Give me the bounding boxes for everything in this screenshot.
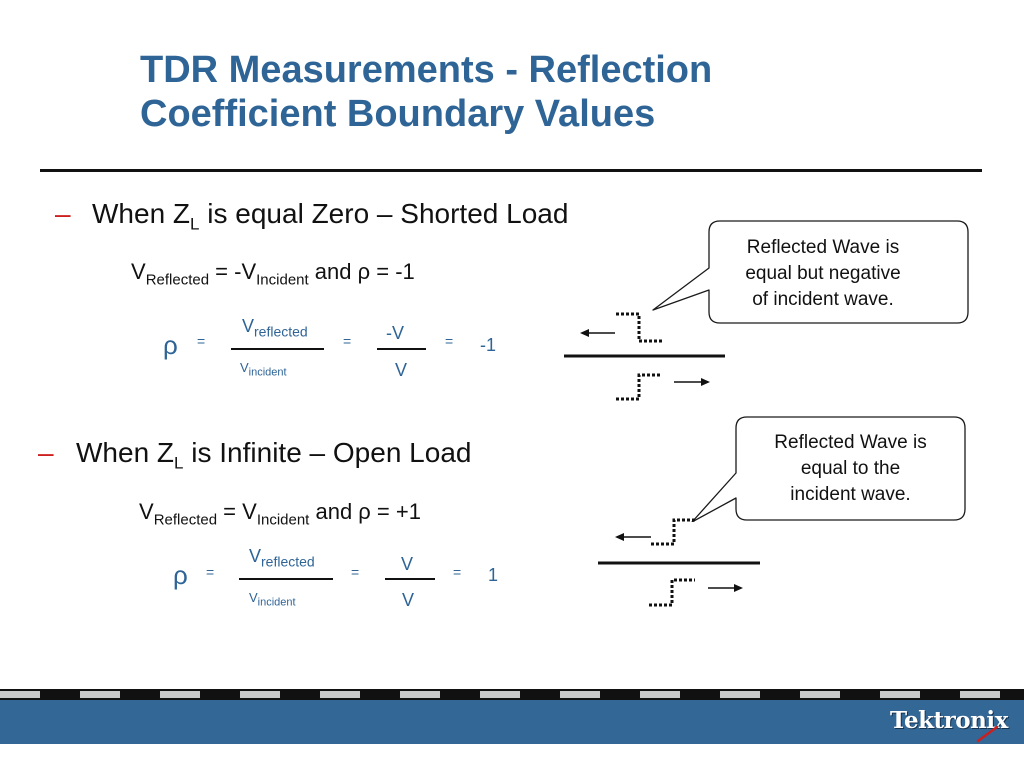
- bullet-short-load: When ZL is equal Zero – Shorted Load: [92, 198, 568, 235]
- incident-arrow-right: [674, 378, 710, 386]
- frac-num-open-sub: reflected: [261, 553, 315, 570]
- tektronix-logo: Tektronix: [890, 707, 1008, 734]
- frac-den-short: Vincident: [240, 360, 287, 379]
- checker-block: [80, 691, 120, 698]
- eq-short-mid: = -V: [209, 259, 257, 284]
- callout-open-line-1: Reflected Wave is: [774, 432, 927, 453]
- incident-step-open: [649, 578, 695, 607]
- checker-block: [480, 691, 520, 698]
- footer-band: [0, 700, 1024, 744]
- frac-den-short-v: V: [240, 360, 249, 375]
- title-line-1: TDR Measurements - Reflection: [140, 49, 713, 91]
- frac-num-open: Vreflected: [249, 546, 315, 570]
- eq-short-rho: ρ: [357, 259, 371, 284]
- callout-short-line-2: equal but negative: [745, 263, 901, 284]
- eq-short-sub-incident: Incident: [256, 271, 309, 289]
- eq-sign-short-2: =: [343, 333, 352, 349]
- checker-block: [240, 691, 280, 698]
- reflected-arrow-left: [580, 329, 615, 337]
- checker-block: [0, 691, 40, 698]
- bullet-dash-short: –: [55, 198, 71, 229]
- slide-title: TDR Measurements - Reflection Coefficien…: [140, 48, 712, 136]
- eq-sign-short-1: =: [197, 333, 206, 349]
- eq-open-v: V: [139, 499, 154, 524]
- frac-num-short-v: V: [242, 316, 255, 336]
- frac-num-short: Vreflected: [242, 316, 308, 340]
- callout-text-short: Reflected Wave is equal but negative of …: [711, 235, 935, 313]
- callout-bubble-short: [652, 220, 969, 324]
- checker-block: [720, 691, 760, 698]
- frac-den-open-sub: incident: [257, 596, 296, 609]
- checker-block: [320, 691, 360, 698]
- rho-open: ρ: [173, 560, 188, 590]
- eq-open-rhs: = +1: [370, 499, 421, 524]
- incident-step-short: [616, 373, 662, 401]
- wave-diagram-short: [564, 312, 725, 401]
- ratio-den-open: V: [402, 590, 415, 610]
- wave-diagram-open: [598, 518, 760, 607]
- eq-sign-open-3: =: [453, 564, 462, 580]
- reflected-step-positive: [651, 518, 697, 546]
- bullet-short-suffix: is equal Zero – Shorted Load: [199, 198, 569, 229]
- bullet-open-load: When ZL is Infinite – Open Load: [76, 437, 471, 474]
- result-short: -1: [480, 335, 497, 355]
- callout-bubble-open: [691, 416, 966, 522]
- eq-short-v: V: [131, 259, 146, 284]
- bullet-open-prefix: When Z: [76, 437, 175, 468]
- frac-den-open: Vincident: [249, 590, 296, 609]
- eq-short-sub-reflected: Reflected: [145, 271, 210, 289]
- bullet-open-sub: L: [174, 453, 184, 473]
- rho-short: ρ: [163, 330, 178, 360]
- checker-block: [880, 691, 920, 698]
- bullet-open-suffix: is Infinite – Open Load: [183, 437, 472, 468]
- callout-text-open: Reflected Wave is equal to the incident …: [736, 430, 965, 508]
- fraction-bar-open-2: [385, 578, 435, 580]
- bullet-short-sub: L: [190, 214, 200, 234]
- callout-short-line-3: of incident wave.: [752, 289, 894, 310]
- callout-short-line-1: Reflected Wave is: [746, 237, 900, 258]
- frac-num-open-v: V: [249, 546, 262, 566]
- bullet-dash-open: –: [38, 437, 54, 468]
- reflected-step-negative: [616, 312, 662, 343]
- title-divider: [40, 169, 982, 172]
- incident-arrow-right-open: [708, 584, 743, 592]
- callout-open-line-2: equal to the: [800, 458, 901, 479]
- eq-open-rho: ρ: [358, 499, 371, 524]
- eq-sign-open-1: =: [206, 564, 215, 580]
- eq-open-sub-reflected: Reflected: [153, 511, 218, 529]
- eq-sign-short-3: =: [445, 333, 454, 349]
- ratio-num-open: V: [401, 554, 414, 574]
- bullet-short-prefix: When Z: [92, 198, 191, 229]
- frac-num-short-sub: reflected: [254, 323, 308, 340]
- eq-open-and: and: [309, 499, 359, 524]
- callout-open-line-3: incident wave.: [790, 484, 911, 505]
- fraction-bar-open-1: [239, 578, 333, 580]
- checker-block: [960, 691, 1000, 698]
- eq-open-mid: = V: [217, 499, 257, 524]
- result-open: 1: [488, 565, 499, 585]
- eq-open-sub-incident: Incident: [256, 511, 310, 529]
- equation-open: VReflected = VIncident and ρ = +1: [139, 499, 421, 528]
- frac-den-open-v: V: [249, 590, 258, 605]
- eq-short-and: and: [308, 259, 358, 284]
- checker-block: [160, 691, 200, 698]
- eq-short-rhs: = -1: [370, 259, 415, 284]
- ratio-den-short: V: [395, 360, 408, 380]
- fraction-bar-short-2: [377, 348, 426, 350]
- eq-sign-open-2: =: [351, 564, 360, 580]
- equation-short: VReflected = -VIncident and ρ = -1: [131, 259, 415, 288]
- footer-checker-strip: [0, 689, 1024, 700]
- checker-block: [560, 691, 600, 698]
- checker-block: [640, 691, 680, 698]
- title-line-2: Coefficient Boundary Values: [140, 93, 656, 135]
- checker-block: [800, 691, 840, 698]
- checker-block: [400, 691, 440, 698]
- frac-den-short-sub: incident: [248, 366, 287, 379]
- reflected-arrow-left-open: [615, 533, 651, 541]
- ratio-num-short: -V: [386, 323, 404, 343]
- fraction-bar-short-1: [231, 348, 324, 350]
- logo-swoosh-icon: [976, 725, 999, 743]
